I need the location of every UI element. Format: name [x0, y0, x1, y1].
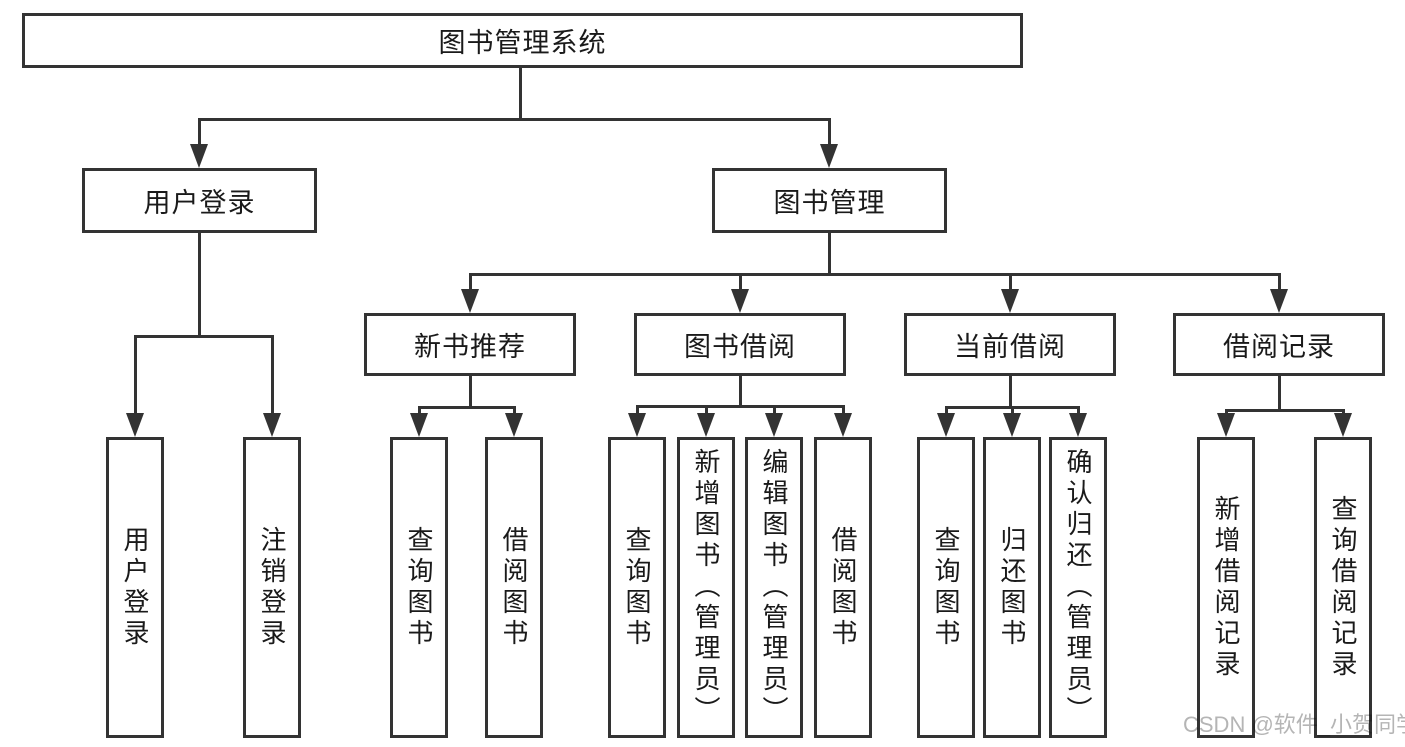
leaf-nbr-query-books-label: 查询图书: [404, 525, 434, 650]
arrowhead-cb-confirm-return: [1069, 413, 1087, 437]
edge-drop-leaf-user-login: [134, 335, 137, 415]
leaf-br-query-record: 查询借阅记录: [1314, 437, 1372, 738]
edge-book-borrowing-branch: [636, 405, 845, 408]
leaf-nbr-query-books: 查询图书: [390, 437, 448, 738]
edge-drop-current-borrowing: [1009, 273, 1012, 293]
arrowhead-br-add-record: [1217, 413, 1235, 437]
arrowhead-cb-return-books: [1003, 413, 1021, 437]
csdn-watermark: CSDN @软件_小贺同学: [1183, 712, 1405, 737]
leaf-bb-borrow-books: 借阅图书: [814, 437, 872, 738]
leaf-cb-query-books: 查询图书: [917, 437, 975, 738]
node-book-borrowing: 图书借阅: [634, 313, 846, 376]
edge-user-login-stem: [198, 233, 201, 335]
node-borrowing-records: 借阅记录: [1173, 313, 1385, 376]
arrowhead-nbr-borrow-books: [505, 413, 523, 437]
arrowhead-borrowing-records: [1270, 289, 1288, 313]
leaf-bb-edit-books-admin-label: 编辑图书（管理员）: [759, 448, 789, 727]
edge-drop-borrowing-records: [1278, 273, 1281, 293]
leaf-bb-add-books-admin-label: 新增图书（管理员）: [691, 448, 721, 727]
edge-drop-cb-query-books: [945, 406, 948, 416]
leaf-logout: 注销登录: [243, 437, 301, 738]
edge-drop-bb-query-books: [636, 405, 639, 416]
node-book-management: 图书管理: [712, 168, 947, 233]
edge-borrowing-records-branch: [1225, 409, 1345, 412]
arrowhead-book-management: [820, 144, 838, 168]
leaf-user-login: 用户登录: [106, 437, 164, 738]
edge-current-borrowing-stem: [1009, 376, 1012, 406]
arrowhead-user-login: [190, 144, 208, 168]
edge-drop-br-query-record: [1342, 409, 1345, 416]
edge-book-borrowing-stem: [739, 376, 742, 405]
node-user-login-label: 用户登录: [143, 188, 256, 218]
arrowhead-leaf-logout: [263, 413, 281, 437]
node-current-borrowing: 当前借阅: [904, 313, 1116, 376]
edge-user-login-branch: [134, 335, 274, 338]
edge-drop-cb-confirm-return: [1077, 406, 1080, 416]
edge-book-management-branch: [469, 273, 1281, 276]
leaf-bb-query-books: 查询图书: [608, 437, 666, 738]
node-book-management-label: 图书管理: [773, 188, 886, 218]
arrowhead-bb-borrow-books: [834, 413, 852, 437]
node-borrowing-records-label: 借阅记录: [1223, 332, 1335, 362]
edge-drop-bb-edit-books: [773, 405, 776, 416]
leaf-cb-return-books: 归还图书: [983, 437, 1041, 738]
leaf-user-login-label: 用户登录: [120, 525, 150, 650]
edge-drop-leaf-logout: [271, 335, 274, 415]
node-current-borrowing-label: 当前借阅: [954, 332, 1066, 362]
edge-book-management-stem: [828, 233, 831, 273]
leaf-cb-confirm-return-admin-label: 确认归还（管理员）: [1063, 448, 1093, 727]
leaf-cb-confirm-return-admin: 确认归还（管理员）: [1049, 437, 1107, 738]
arrowhead-cb-query-books: [937, 413, 955, 437]
arrowhead-bb-query-books: [628, 413, 646, 437]
arrowhead-leaf-user-login: [126, 413, 144, 437]
edge-drop-new-book-recommend: [469, 273, 472, 293]
arrowhead-new-book-recommend: [461, 289, 479, 313]
node-library-system: 图书管理系统: [22, 13, 1023, 68]
arrowhead-br-query-record: [1334, 413, 1352, 437]
arrowhead-bb-add-books: [697, 413, 715, 437]
edge-new-book-recommend-branch: [418, 406, 516, 409]
edge-root-branch: [198, 118, 830, 121]
node-library-system-label: 图书管理系统: [438, 28, 607, 58]
leaf-nbr-borrow-books: 借阅图书: [485, 437, 543, 738]
leaf-nbr-borrow-books-label: 借阅图书: [499, 525, 529, 650]
node-new-book-recommend-label: 新书推荐: [414, 332, 526, 362]
leaf-bb-add-books-admin: 新增图书（管理员）: [677, 437, 735, 738]
node-user-login: 用户登录: [82, 168, 317, 233]
arrowhead-book-borrowing: [731, 289, 749, 313]
edge-root-stem: [519, 68, 522, 118]
node-book-borrowing-label: 图书借阅: [684, 332, 796, 362]
leaf-logout-label: 注销登录: [257, 525, 287, 650]
node-new-book-recommend: 新书推荐: [364, 313, 576, 376]
edge-new-book-recommend-stem: [469, 376, 472, 406]
leaf-cb-return-books-label: 归还图书: [997, 525, 1027, 650]
edge-drop-cb-return-books: [1011, 406, 1014, 416]
edge-drop-bb-add-books: [705, 405, 708, 416]
edge-borrowing-records-stem: [1278, 376, 1281, 409]
edge-drop-book-borrowing: [739, 273, 742, 293]
arrowhead-current-borrowing: [1001, 289, 1019, 313]
edge-drop-br-add-record: [1225, 409, 1228, 416]
leaf-br-add-record-label: 新增借阅记录: [1211, 494, 1241, 681]
edge-root-drop-user-login: [198, 118, 201, 148]
leaf-cb-query-books-label: 查询图书: [931, 525, 961, 650]
edge-root-drop-book-management: [828, 118, 831, 148]
arrowhead-bb-edit-books: [765, 413, 783, 437]
leaf-bb-query-books-label: 查询图书: [622, 525, 652, 650]
leaf-br-query-record-label: 查询借阅记录: [1328, 494, 1358, 681]
edge-drop-nbr-borrow-books: [513, 406, 516, 416]
edge-drop-nbr-query-books: [418, 406, 421, 416]
arrowhead-nbr-query-books: [410, 413, 428, 437]
edge-drop-bb-borrow-books: [842, 405, 845, 416]
leaf-bb-borrow-books-label: 借阅图书: [828, 525, 858, 650]
leaf-br-add-record: 新增借阅记录: [1197, 437, 1255, 738]
leaf-bb-edit-books-admin: 编辑图书（管理员）: [745, 437, 803, 738]
